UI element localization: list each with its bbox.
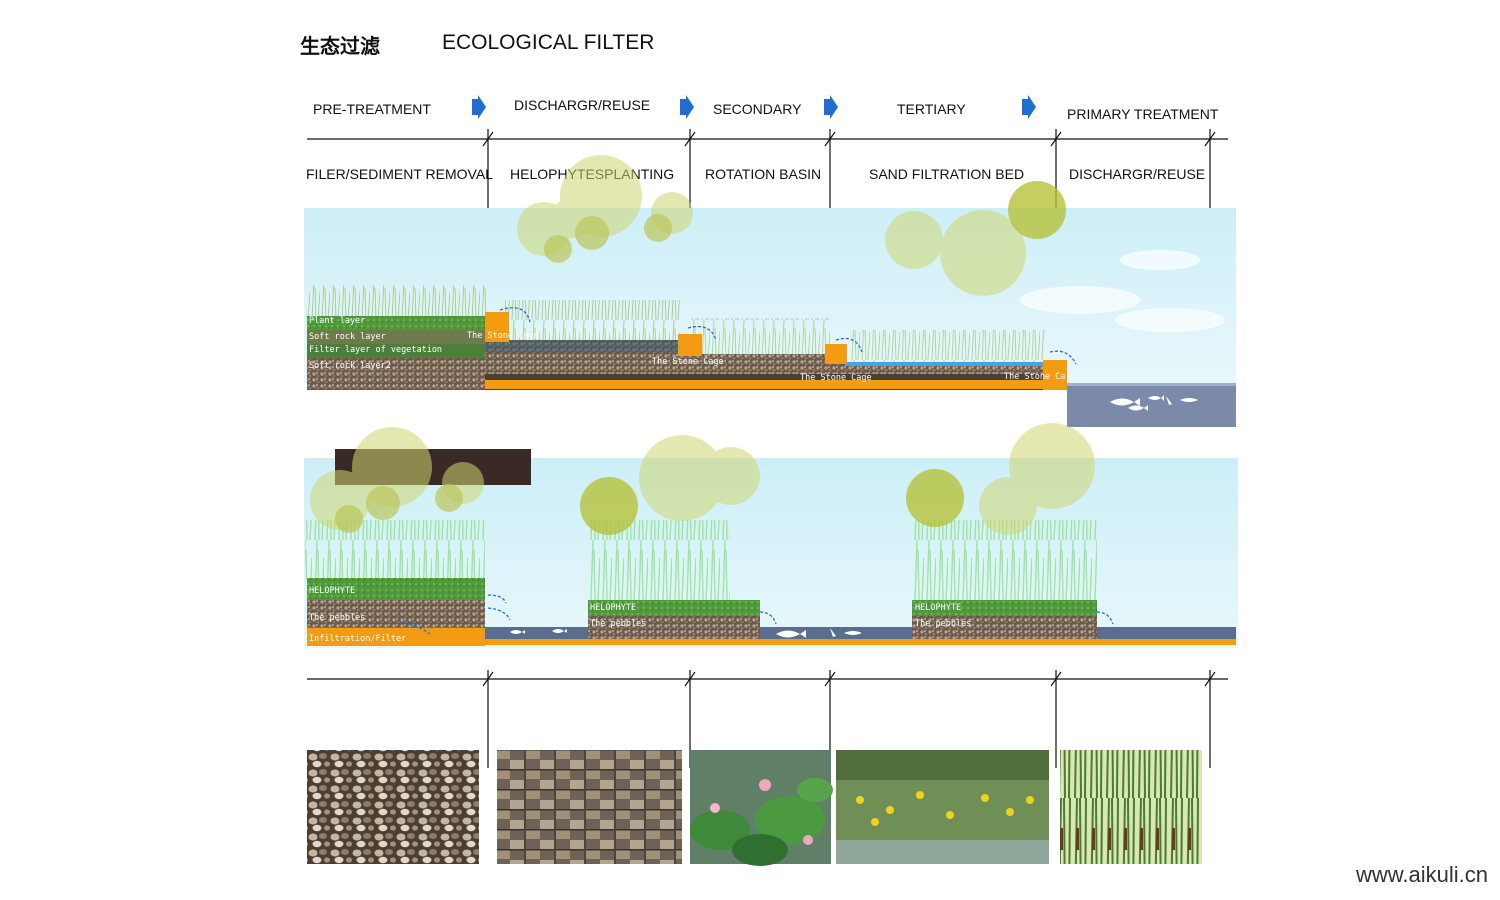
stone-cage-label: The Stone Cage	[800, 373, 872, 383]
stone-cage	[485, 312, 509, 342]
fish-icon	[1110, 395, 1198, 411]
photo-pebbles	[307, 750, 479, 864]
page-title-en: ECOLOGICAL FILTER	[442, 31, 655, 54]
page-title-cn: 生态过滤	[300, 34, 380, 58]
layer-label: HELOPHYTE	[590, 603, 636, 613]
layer-label: The pebbles	[915, 619, 971, 629]
watermark: www.aikuli.cn	[1355, 862, 1488, 887]
phase-label-secondary: SECONDARY	[713, 101, 802, 117]
fish-icon	[510, 628, 862, 638]
water-pool	[1067, 383, 1236, 427]
photo-iris	[836, 750, 1049, 864]
flow-arrow-icon	[680, 95, 694, 119]
layer-label: Infiltration/Filter	[309, 634, 406, 644]
soft-rock-layer	[307, 358, 485, 390]
flow-arrow-icon	[472, 95, 486, 119]
layer-label: Plant layer	[309, 316, 365, 326]
stage-label-sand: SAND FILTRATION BED	[869, 166, 1025, 182]
helophyte-layer	[307, 578, 485, 600]
layer-label: HELOPHYTE	[915, 603, 961, 613]
layer-label: The pebbles	[309, 613, 365, 623]
stone-cage-label: The Stone Ca	[1004, 372, 1065, 382]
photo-stone-grid	[497, 750, 682, 864]
pebbles-layer	[307, 600, 485, 628]
stage-label-sediment: FILER/SEDIMENT REMOVAL	[306, 166, 493, 182]
infiltration-layer	[307, 628, 485, 646]
orange-base-layer	[485, 380, 1065, 389]
layer-label: Soft rock layer2	[309, 361, 391, 371]
phase-label-discharge: DISCHARGR/REUSE	[514, 97, 651, 113]
flow-arrow-icon	[1022, 95, 1036, 119]
plant-layer	[307, 316, 485, 330]
flow-arrow-icon	[824, 95, 838, 119]
phase-label-primary: PRIMARY TREATMENT	[1067, 106, 1219, 122]
stage-label-rotation: ROTATION BASIN	[705, 166, 822, 182]
photo-cattail	[1060, 750, 1202, 864]
layer-label: Soft rock layer	[309, 332, 386, 342]
photo-lotus	[690, 750, 833, 866]
stone-cage-label: The Stone Cage	[467, 331, 539, 341]
phase-label-tertiary: TERTIARY	[897, 101, 966, 117]
stone-cage-label: The Stone Cage	[652, 357, 724, 367]
stone-cage	[678, 334, 702, 356]
phase-label-pretreatment: PRE-TREATMENT	[313, 101, 431, 117]
stage-label-discharge: DISCHARGR/REUSE	[1069, 166, 1206, 182]
layer-label: The pebbles	[590, 619, 646, 629]
layer-label: HELOPHYTE	[309, 586, 355, 596]
layer-label: Filter layer of vegetation	[309, 345, 442, 355]
stone-cage	[1043, 360, 1067, 390]
stone-cage	[825, 344, 847, 364]
